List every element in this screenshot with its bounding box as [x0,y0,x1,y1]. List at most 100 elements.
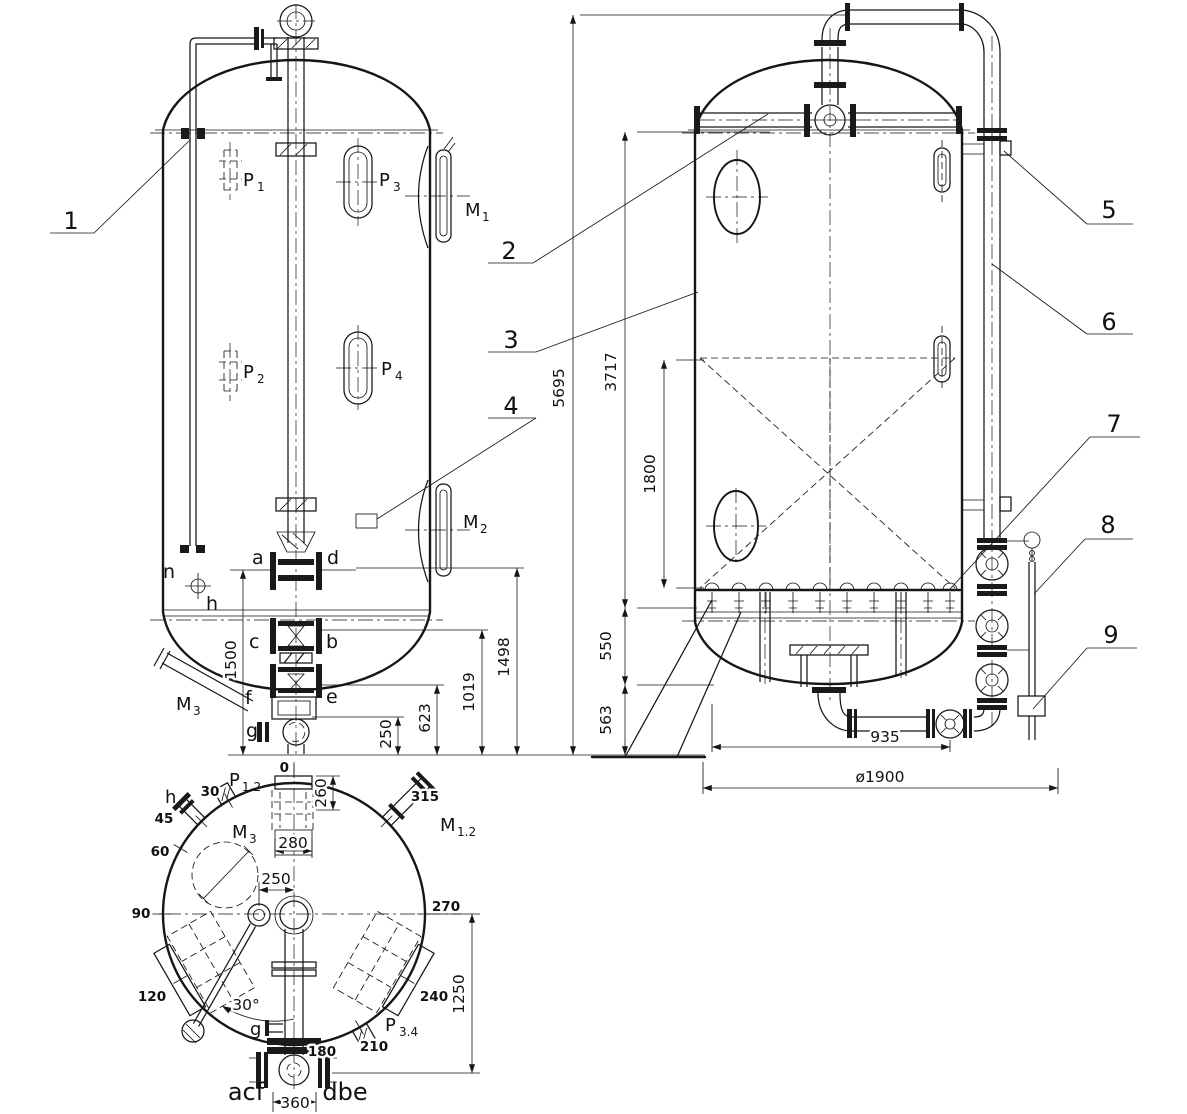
plan-g-stub [269,1023,283,1033]
front-top-flange-ring-inner [286,11,306,31]
front-letter-g: g [246,720,258,742]
side-bottom-valve [935,709,965,739]
side-header-pipe [700,112,957,128]
plan-label-m3-sub: 3 [249,832,257,846]
side-support-ring [688,129,970,619]
side-stack-valve-2-inner [985,619,999,633]
front-bottom-elbow-inner [288,722,306,742]
front-p3-sightport-inner [348,151,368,213]
front-label-p1: P [243,170,254,191]
plan-duct-plate [274,775,313,790]
front-letter-e: e [326,686,338,708]
side-opening-lower [713,490,759,562]
front-letter-h: h [206,593,218,615]
plan-label-p12-sub: 1.2 [242,780,261,794]
side-stack-valve-3-inner [985,673,999,687]
side-shell-outline [693,58,964,686]
callout-6: 6 [1101,308,1116,336]
plan-angle-90: 90 [132,906,151,922]
front-letter-a: a [252,547,264,569]
front-label-m1: M [465,200,481,221]
side-pipe-bracket-lower [999,496,1012,512]
plan-label-m3: M [232,822,248,843]
side-stack-valve-2 [975,609,1009,643]
dim-plan-250: 250 [261,870,291,888]
plan-angle-120: 120 [138,989,166,1005]
front-coupling-hatched [279,652,313,664]
front-letter-d: d [327,547,339,569]
side-view [590,3,1046,759]
front-m2-cover-inner [439,489,448,571]
callout-5: 5 [1101,196,1116,224]
plan-label-m12: M [440,815,456,836]
dim-plan-360: 360 [280,1094,310,1112]
plan-m3-circle [191,841,259,909]
dim-side-1900: ø1900 [856,768,905,786]
plan-pad-240-grid [332,910,422,1014]
plan-stub-30-hatch [221,787,230,802]
plan-agitator-hub-inner [253,909,265,921]
plan-pad-240-gridlines [347,923,407,1001]
side-gauge-valve-a [1029,550,1035,556]
side-packing-cross [699,140,956,589]
plan-m3-diagonal [198,845,254,904]
side-pipe-bracket-upper [999,140,1012,156]
plan-angle-45: 45 [155,811,174,827]
front-top-flange-ring [279,4,313,38]
front-flange-bars [180,27,322,742]
dim-front-1500: 1500 [222,640,240,679]
front-letter-b: b [326,631,338,653]
dim-front-1019: 1019 [460,672,478,711]
callout-2: 2 [501,237,516,265]
side-sump-plate [789,644,869,656]
dim-plan-280: 280 [278,834,308,852]
side-sump-plate-hatch [795,645,860,655]
front-bottom-stub [287,744,305,754]
plan-outlet-flange-outer [274,895,314,935]
plan-angle-315: 315 [411,789,439,805]
front-label-p2: P [243,362,254,383]
plan-label-acf: acf [228,1078,265,1106]
side-extension-lines [637,131,1059,794]
side-support-leg [624,599,742,758]
plan-rod-knob [181,1019,205,1043]
dim-front-250: 250 [377,719,395,749]
front-label-m2: M [463,512,479,533]
side-pipe-ties [962,143,984,511]
front-m1-cover-inner [439,155,448,237]
front-sightbox [271,696,317,720]
plan-outlet-pipe [284,929,304,1055]
side-bottom-valve-inner [944,718,956,730]
front-label-m1-sub: 1 [482,210,490,224]
plan-label-p12: P [229,770,240,791]
plan-agitator-rod [192,923,257,1027]
dim-side-550: 550 [597,631,615,661]
dim-plan-260: 260 [312,778,330,808]
plan-rod-knob-hatch [182,1023,201,1044]
front-valve-bowtie-lower [287,673,305,693]
side-tray-bolts [704,582,958,613]
front-m1-manhole [417,145,429,249]
plan-duct-dashed [271,790,314,830]
dim-side-3717: 3717 [602,352,620,391]
dim-side-1800: 1800 [641,454,659,493]
front-center-pipe [287,37,305,543]
callout-9: 9 [1103,621,1118,649]
front-label-p4: P [381,359,392,380]
plan-label-h: h [165,787,176,808]
front-m1-handle [443,136,456,153]
dim-side-935: 935 [870,728,900,746]
front-h-symbol-cross [185,573,211,599]
front-gauge-pipe [189,37,278,546]
front-valve-cone [276,531,316,553]
front-label-p3-sub: 3 [393,180,401,194]
callout-underlines [50,223,1140,649]
plan-stub-30-body [212,781,237,806]
callout-8: 8 [1100,511,1115,539]
front-bottom-elbow [282,718,310,746]
side-stack-valve-ticks [980,552,1004,692]
front-pipe-coupling-upper [275,142,317,157]
plan-stub-315-pipe [381,777,431,827]
plan-label-dbe: dbe [322,1078,367,1106]
callout-7: 7 [1106,410,1121,438]
